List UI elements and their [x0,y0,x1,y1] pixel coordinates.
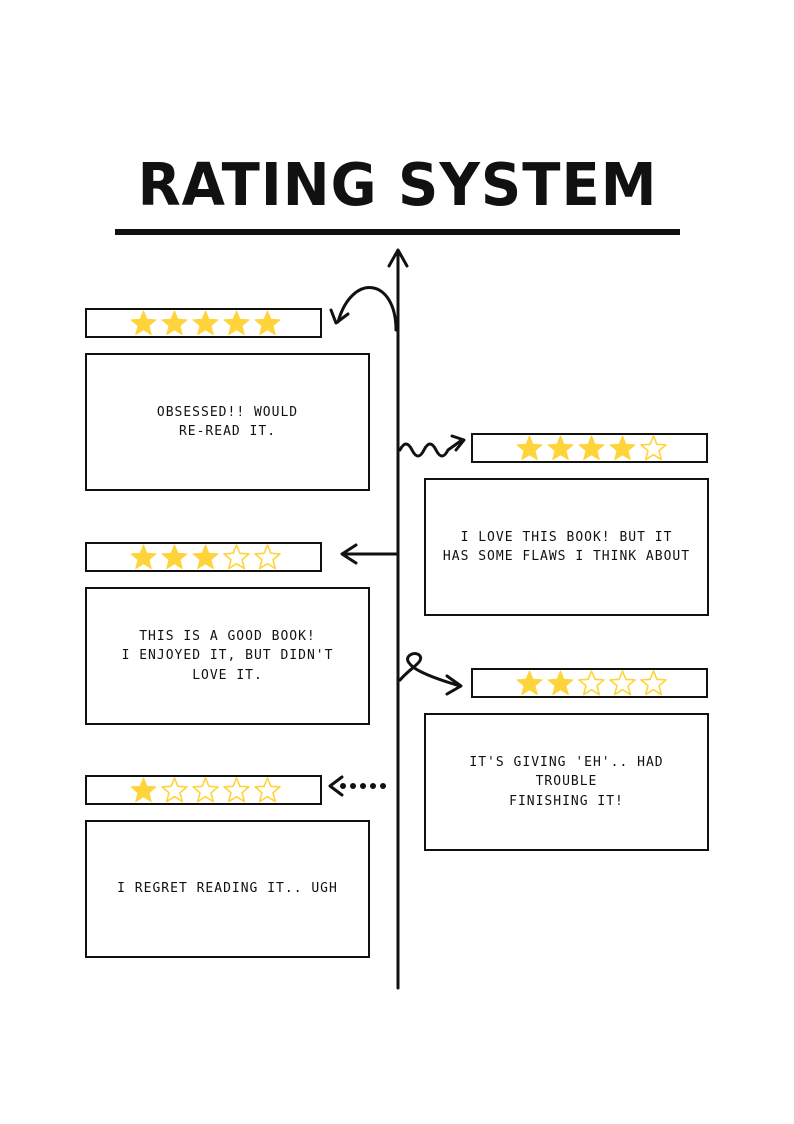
star-filled-icon [577,434,606,463]
rating-description: Obsessed!! would re-read it. [156,404,299,440]
rating-description: I love this book! But it has some flaws … [442,529,691,565]
rating-description: This is a good book! I enjoyed it, but d… [121,628,334,683]
star-filled-icon [515,669,544,698]
star-outline-icon [639,669,668,698]
star-outline-icon [191,776,220,805]
star-filled-icon [160,309,189,338]
star-outline-icon [160,776,189,805]
page-title: RATING SYSTEM [137,151,658,220]
timeline-arrowhead [387,248,409,268]
star-outline-icon [253,543,282,572]
star-filled-icon [546,669,575,698]
star-outline-icon [222,776,251,805]
arrow-to-five-star [336,286,398,332]
star-filled-icon [129,543,158,572]
star-filled-icon [191,309,220,338]
star-filled-icon [253,309,282,338]
star-filled-icon [222,309,251,338]
rating-card-two: It's giving 'eh'.. had trouble finishing… [424,713,709,851]
star-outline-icon [639,434,668,463]
star-outline-icon [608,669,637,698]
star-filled-icon [160,543,189,572]
title-underline [115,229,680,235]
star-bar-four [471,433,708,463]
arrow-to-one-star [328,775,386,797]
star-outline-icon [222,543,251,572]
star-filled-icon [515,434,544,463]
star-filled-icon [191,543,220,572]
star-bar-two [471,668,708,698]
arrow-to-four-star [398,438,464,458]
rating-card-four: I love this book! But it has some flaws … [424,478,709,616]
star-bar-three [85,542,322,572]
rating-card-one: I regret reading it.. ugh [85,820,370,958]
star-filled-icon [129,309,158,338]
rating-card-five: Obsessed!! would re-read it. [85,353,370,491]
star-filled-icon [608,434,637,463]
rating-description: It's giving 'eh'.. had trouble finishing… [469,754,664,809]
star-filled-icon [129,776,158,805]
star-bar-one [85,775,322,805]
rating-description: I regret reading it.. ugh [117,881,338,897]
rating-card-three: This is a good book! I enjoyed it, but d… [85,587,370,725]
star-outline-icon [253,776,282,805]
star-filled-icon [546,434,575,463]
star-bar-five [85,308,322,338]
star-outline-icon [577,669,606,698]
arrow-to-two-star [398,652,462,688]
